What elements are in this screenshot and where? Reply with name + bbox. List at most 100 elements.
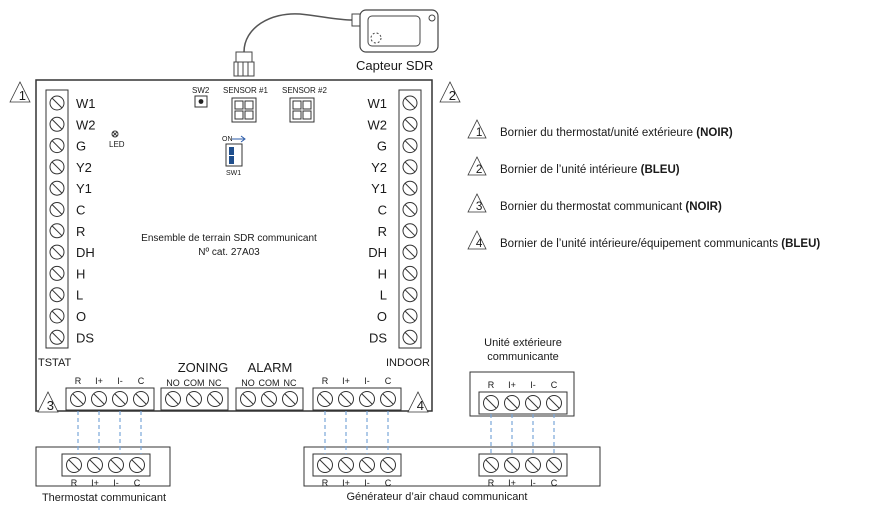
terminal-label-i-: I- [364, 478, 370, 488]
terminal-label-r: R [71, 478, 78, 488]
legend-text: Bornier du thermostat communicant [500, 201, 685, 213]
thermostat-label: Thermostat communicant [42, 492, 166, 504]
right-terminal-block [398, 89, 422, 349]
terminal-label-c: C [551, 380, 558, 390]
screw-terminal [91, 391, 107, 407]
terminal-label-i+: I+ [508, 380, 516, 390]
screw-terminal [207, 391, 223, 407]
legend-marker-2: 2 [467, 156, 487, 176]
screw-terminal [525, 395, 541, 411]
screw-terminal [112, 391, 128, 407]
terminal-label-o: O [76, 309, 86, 324]
screw-terminal [49, 159, 65, 175]
legend-item: Bornier du thermostat communicant (NOIR) [500, 201, 722, 213]
sensor2-label: SENSOR #2 [282, 86, 327, 95]
terminal-label-i+: I+ [95, 376, 103, 386]
legend-text: Bornier du thermostat/unité extérieure [500, 127, 696, 139]
screw-terminal [261, 391, 277, 407]
terminal-label-ds: DS [76, 330, 94, 345]
terminal-label-o: O [377, 309, 387, 324]
terminal-label-i-: I- [364, 376, 370, 386]
terminal-label-i+: I+ [342, 376, 350, 386]
legend-color: (BLEU) [641, 164, 680, 176]
screw-terminal [338, 391, 354, 407]
screw-terminal [402, 202, 418, 217]
furnace-label: Générateur d’air chaud communicant [347, 491, 528, 503]
terminal-label-c: C [138, 376, 145, 386]
terminal-label-i+: I+ [508, 478, 516, 488]
terminal-label-w2: W2 [368, 117, 388, 132]
screw-terminal [402, 95, 418, 111]
legend-marker-3: 3 [467, 193, 487, 213]
screw-terminal [129, 457, 145, 473]
led-label: LED [109, 140, 125, 149]
terminal-label-i-: I- [530, 380, 536, 390]
sw1-dip-switch [225, 143, 243, 167]
terminal-label-i-: I- [530, 478, 536, 488]
terminal-label-c: C [378, 203, 387, 218]
screw-terminal [546, 457, 562, 473]
legend-marker-4: 4 [467, 230, 487, 250]
screw-terminal [483, 395, 499, 411]
terminal-label-com: COM [184, 378, 205, 388]
screw-terminal [546, 395, 562, 411]
terminal-label-r: R [322, 478, 329, 488]
screw-terminal [49, 329, 65, 345]
screw-terminal [186, 391, 202, 407]
terminal-label-nc: NC [209, 378, 222, 388]
board-outline [35, 79, 433, 412]
screw-terminal [66, 457, 82, 473]
terminal-label-dh: DH [76, 245, 95, 260]
screw-terminal [402, 308, 418, 324]
tstat-label: TSTAT [38, 357, 71, 369]
indoor-label: INDOOR [386, 357, 430, 369]
screw-terminal [49, 138, 65, 154]
terminal-label-g: G [377, 139, 387, 154]
terminal-label-h: H [378, 266, 387, 281]
terminal-label-w2: W2 [76, 117, 96, 132]
terminal-label-r: R [75, 376, 82, 386]
terminal-label-w1: W1 [76, 96, 96, 111]
screw-terminal [87, 457, 103, 473]
screw-terminal [402, 159, 418, 175]
screw-terminal [49, 202, 65, 217]
board-title: Ensemble de terrain SDR communicant [141, 233, 317, 244]
screw-terminal [49, 308, 65, 324]
terminal-label-l: L [380, 288, 387, 303]
outdoor-unit-label-line1: Unité extérieure [484, 337, 562, 349]
terminal-label-r: R [378, 224, 387, 239]
terminal-label-y2: Y2 [371, 160, 387, 175]
screw-terminal [282, 391, 298, 407]
screw-terminal [402, 223, 418, 239]
terminal-label-c: C [385, 478, 392, 488]
led-icon [111, 130, 119, 138]
terminal-label-nc: NC [284, 378, 297, 388]
sensor2-connector [289, 97, 315, 123]
terminal-label-r: R [488, 380, 495, 390]
screw-terminal [359, 457, 375, 473]
outdoor-terminal-block: R I+ I- C [478, 380, 568, 415]
terminal-label-w1: W1 [368, 96, 388, 111]
terminal-label-r: R [322, 376, 329, 386]
terminal-label-r: R [76, 224, 85, 239]
terminal-label-c: C [385, 376, 392, 386]
sw1-label: SW1 [226, 170, 241, 177]
legend-marker-1: 1 [467, 119, 487, 139]
screw-terminal [240, 391, 256, 407]
left-terminal-block [45, 89, 69, 349]
sdr-sensor [233, 9, 439, 77]
screw-terminal [483, 457, 499, 473]
marker-number: 3 [476, 200, 483, 213]
screw-terminal [49, 116, 65, 132]
screw-terminal [402, 116, 418, 132]
legend-color: (NOIR) [696, 127, 733, 139]
sw2-label: SW2 [192, 86, 210, 95]
marker-number: 3 [47, 398, 54, 413]
indoor-comm-terminal-block: R I+ I- C [312, 376, 402, 411]
terminal-label-ds: DS [369, 330, 387, 345]
zoning-label: ZONING [178, 360, 229, 375]
